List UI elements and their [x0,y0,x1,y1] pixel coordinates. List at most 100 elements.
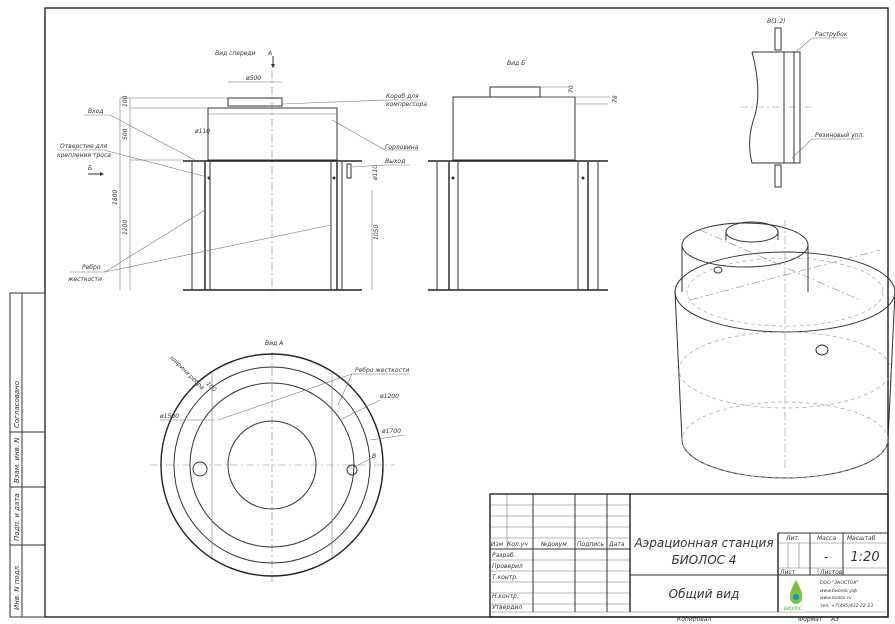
header-doc-no: №докум [540,541,567,548]
drawing-line [795,37,848,53]
drawing-title-line-1: Аэрационная станция [633,536,773,550]
row-norm-control: Н.контр. [492,593,519,600]
drawing-line [355,457,373,467]
format-value: А3 [830,616,839,623]
drawing-label: 70 [568,85,575,93]
drawing-line [351,164,410,168]
drawing-line [58,149,208,178]
drawing-line [281,99,420,105]
stamp-replace-inv: Взам. инв. N [13,437,21,483]
header-signature: Подпись [577,541,604,548]
drawing-line [70,209,206,273]
drawing-line [332,176,336,180]
drawing-label: ø1700 [381,428,401,435]
drawing-label: Вход [88,108,104,115]
stamp-sign-date: Подп. и дата [13,493,21,541]
sheet-label: Лист [779,569,796,576]
drawing-line [789,580,803,604]
drawing-label: Короб для [386,93,419,100]
stamp-inv-orig: Инв. N подл. [13,564,21,610]
drawing-label: жесткости [67,276,102,283]
drawing-label: Б [88,165,92,172]
drawing-subtitle: Общий вид [669,587,740,601]
drawing-label: Горловина [385,144,419,151]
scale-label: Масштаб [847,535,876,542]
drawing-line [791,138,860,159]
isometric-view [674,220,895,479]
sheets-label: Листов [819,569,843,576]
company-logo: БИОЛОС [784,580,803,611]
side-view-title: Вид Б [507,60,525,67]
drawing-line [369,434,406,441]
drawing-line [581,176,585,180]
drawing-line [337,373,353,406]
drawing-label: ø1200 [379,393,399,400]
drawing-line [271,64,275,68]
drawing-line [452,96,576,161]
row-tech-control: Т.контр. [492,574,518,581]
drawing-line [451,176,455,180]
drawing-label: крепления троса [57,152,111,159]
drawing-line [713,266,723,274]
row-approved: Утвердил [492,604,522,611]
copied-label: Копировал [677,616,711,623]
company-site-1: www.биолос.рф [820,588,857,594]
drawing-label: 78 [612,95,619,103]
drawing-line [207,176,211,180]
drawing-label: компрессора [386,101,427,108]
drawing-line [100,172,104,176]
drawing-label: ø110 [372,165,379,181]
header-kol-uch: Кол.уч [507,541,528,548]
drawing-label: Отверстие для [60,143,108,150]
outlet-pipe [346,163,352,179]
drawing-label: 1050 [373,225,380,240]
plan-view-title: Вид А [265,340,283,347]
header-izm: Изм [491,541,504,548]
arrow-a-label: А [267,50,272,57]
neck [207,107,338,161]
detail-view-title: В(1:2) [767,18,785,25]
company-site-2: www.biolos.ru [820,595,852,601]
stamp-agreed: Согласовано [13,381,21,428]
drawing-line [104,224,332,273]
drawing-label: 1200 [122,220,129,235]
row-developed: Разраб. [492,552,516,559]
header-date: Дата [608,541,625,548]
detail-view-b: В(1:2) Раструбок Резиновый упл. [740,18,864,188]
front-view: Вид спереди А ø500 100 500 1800 1200 105… [57,50,427,295]
drawing-label: 1800 [112,190,119,205]
drawing-line [793,594,799,600]
drawing-line [681,401,889,479]
drawing-line [9,292,46,618]
drawing-line [346,464,358,476]
rib-width-label: ширина ребра [169,354,206,391]
drawing-line [339,399,381,421]
drawing-line [699,229,861,301]
drawing-label: 500 [122,128,129,140]
drawing-label: Ребро [82,264,101,271]
drawing-label: ø110 [194,128,210,135]
side-stamp: Согласовано Взам. инв. N Подп. и дата Ин… [9,292,46,618]
drawing-label: 100 [122,95,129,107]
mass-label: Масса [817,535,836,542]
drawing-line [815,344,829,356]
drawing-label: Резиновый упл. [815,132,864,139]
drawing-label: БИОЛОС [784,606,802,611]
drawing-label: Ребро жесткости [355,367,409,374]
drawing-label: ø1500 [159,413,179,420]
side-view: Вид Б 70 78 [428,60,619,291]
drawing-line [173,366,371,564]
drawing-line [227,420,317,510]
drawing-label: В [372,453,376,460]
company-phone: тел. +7(495)432-22-23 [820,603,873,609]
plan-view-a: Вид А ширина ребра 100 ø1500 Ребро жестк… [150,340,410,582]
title-block: Изм Кол.уч №докум Подпись Дата Разраб. П… [489,493,889,623]
drawing-line [681,222,809,268]
drawing-label: Раструбок [815,31,848,38]
drawing-line [774,27,782,51]
drawing-line [674,291,895,479]
drawing-line [749,51,801,164]
drawing-line [331,119,418,151]
drawing-line [192,461,208,477]
